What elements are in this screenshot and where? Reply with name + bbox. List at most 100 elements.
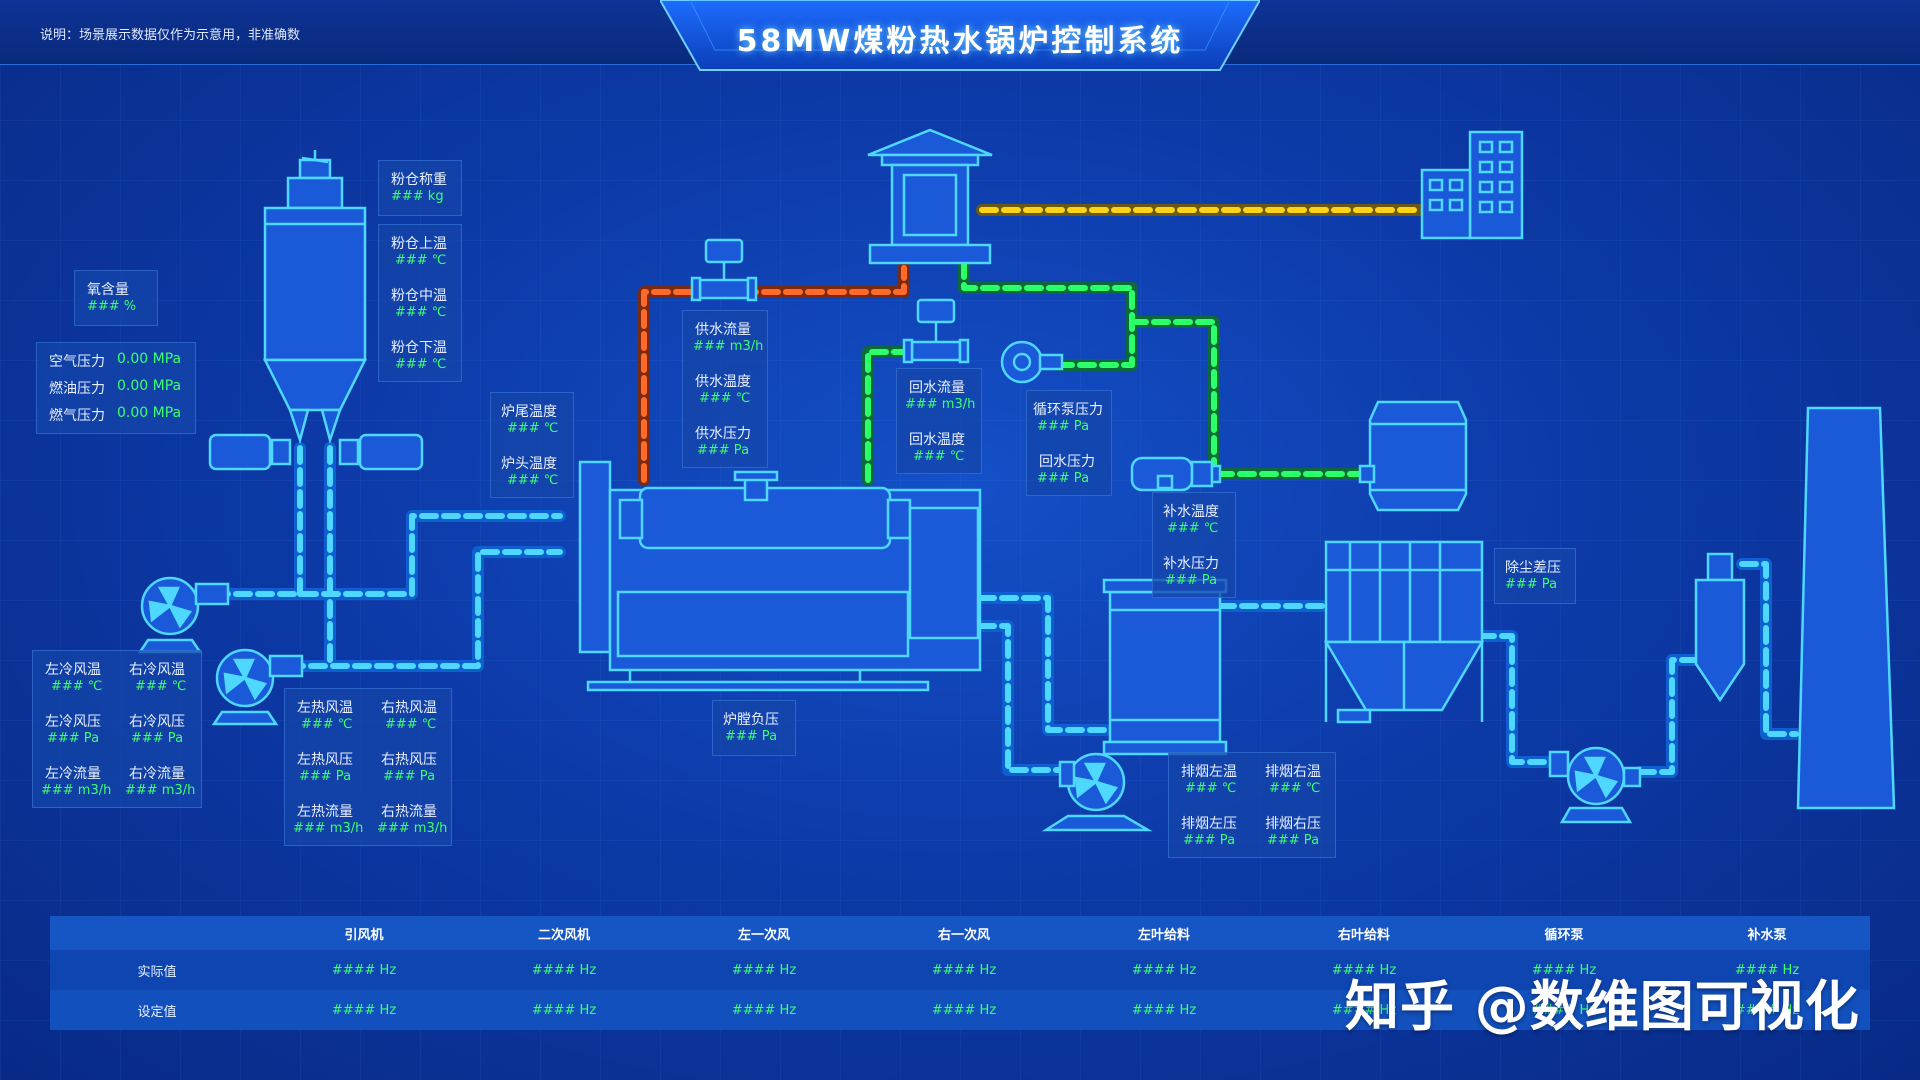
- right-cold-air-pressure-value: ### Pa: [131, 731, 184, 746]
- right-hot-flow-value: ### m3/h: [377, 821, 448, 836]
- makeup-pressure-value: ### Pa: [1165, 573, 1218, 588]
- supply-temp-label: 供水温度: [695, 374, 751, 390]
- left-cold-air-pressure-label: 左冷风压: [45, 714, 101, 730]
- title-plate: [660, 0, 1260, 71]
- induced-draft-fan-left: [1041, 752, 1153, 832]
- oxygen-label: 氧含量: [87, 282, 129, 298]
- heat-exchange-station: [867, 128, 993, 265]
- silo-lower-temp-label: 粉仓下温: [391, 340, 447, 356]
- silo-temp-panel: 粉仓上温 ### ℃ 粉仓中温 ### ℃ 粉仓下温 ### ℃: [378, 224, 462, 382]
- flue-right-temp-label: 排烟右温: [1265, 764, 1321, 780]
- air-pressure-label: 空气压力: [49, 354, 105, 370]
- bag-filter: [1323, 540, 1485, 724]
- watermark: 知乎 @数维图可视化: [1345, 975, 1860, 1038]
- page-title: 58MW煤粉热水锅炉控制系统: [736, 24, 1184, 59]
- supply-flow-label: 供水流量: [695, 322, 751, 338]
- left-hot-air-pressure-label: 左热风压: [297, 752, 353, 768]
- left-hot-flow-label: 左热流量: [297, 804, 353, 820]
- column-header: 二次风机: [537, 927, 590, 943]
- supply-water-panel: 供水流量 ### m3/h 供水温度 ### ℃ 供水压力 ### Pa: [682, 310, 768, 468]
- makeup-pressure-label: 补水压力: [1163, 556, 1219, 572]
- furnace-head-temp-value: ### ℃: [507, 473, 559, 488]
- left-hot-air-temp-value: ### ℃: [301, 717, 353, 732]
- column-header: 右叶给料: [1337, 927, 1390, 943]
- table-cell: #### Hz: [1734, 962, 1800, 978]
- table-cell: #### Hz: [331, 1002, 397, 1018]
- gas-pressure-label: 燃气压力: [49, 408, 105, 424]
- silo-middle-temp-value: ### ℃: [395, 305, 447, 320]
- dust-diff-pressure-value: ### Pa: [1505, 577, 1558, 592]
- oxygen-panel: 氧含量 ### %: [74, 270, 158, 326]
- right-cold-flow-value: ### m3/h: [125, 783, 196, 798]
- disclaimer-note: 说明：场景展示数据仅作为示意用，非准确数: [40, 28, 301, 43]
- silo-middle-temp-label: 粉仓中温: [391, 288, 447, 304]
- makeup-pump: [1130, 456, 1222, 492]
- supply-pressure-value: ### Pa: [697, 443, 750, 458]
- table-cell: #### Hz: [931, 962, 997, 978]
- left-cold-flow-value: ### m3/h: [41, 783, 112, 798]
- flue-right-pressure-label: 排烟右压: [1265, 816, 1321, 832]
- left-cold-air-pressure-value: ### Pa: [47, 731, 100, 746]
- left-cold-air-temp-value: ### ℃: [51, 679, 103, 694]
- right-hot-air-temp-value: ### ℃: [385, 717, 437, 732]
- column-header: 左一次风: [737, 927, 790, 943]
- flue-left-temp-value: ### ℃: [1185, 781, 1237, 796]
- city-building: [1420, 130, 1524, 240]
- return-flowmeter: [902, 298, 970, 364]
- return-pressure-label: 回水压力: [1039, 454, 1095, 470]
- primary-fan: [137, 576, 230, 654]
- table-cell: #### Hz: [1331, 1002, 1397, 1018]
- makeup-temp-value: ### ℃: [1167, 521, 1219, 536]
- silo-lower-temp-value: ### ℃: [395, 357, 447, 372]
- gas-pressure-value: 0.00 MPa: [117, 405, 182, 421]
- coal-feeder-left: [208, 433, 292, 471]
- makeup-water-panel: 补水温度 ### ℃ 补水压力 ### Pa: [1152, 492, 1236, 598]
- cold-air-panel: 左冷风温 ### ℃ 右冷风温 ### ℃ 左冷风压 ### Pa 右冷风压 #…: [32, 650, 202, 808]
- supply-pressure-label: 供水压力: [695, 426, 751, 442]
- silo-weight-value: ### kg: [391, 189, 444, 204]
- left-cold-air-temp-label: 左冷风温: [45, 662, 101, 678]
- table-row: 实际值 #### Hz #### Hz #### Hz #### Hz ####…: [50, 950, 1870, 990]
- right-cold-air-temp-label: 右冷风温: [129, 662, 185, 678]
- column-header: 右一次风: [937, 927, 990, 943]
- makeup-temp-label: 补水温度: [1163, 504, 1219, 520]
- circulation-pump: [1000, 340, 1064, 384]
- flue-gas-panel: 排烟左温 ### ℃ 排烟右温 ### ℃ 排烟左压 ### Pa 排烟右压 #…: [1168, 752, 1336, 858]
- left-hot-flow-value: ### m3/h: [293, 821, 364, 836]
- table-header: 引风机 二次风机 左一次风 右一次风 左叶给料 右叶给料 循环泵 补水泵: [50, 916, 1870, 950]
- flue-left-temp-label: 排烟左温: [1181, 764, 1237, 780]
- table-cell: #### Hz: [731, 1002, 797, 1018]
- table-cell: #### Hz: [1734, 1002, 1800, 1018]
- frequency-table: 引风机 二次风机 左一次风 右一次风 左叶给料 右叶给料 循环泵 补水泵 实际值…: [50, 916, 1870, 1030]
- secondary-fan: [211, 648, 304, 726]
- return-flow-value: ### m3/h: [905, 397, 976, 412]
- return-temp-value: ### ℃: [913, 449, 965, 464]
- right-cold-air-temp-value: ### ℃: [135, 679, 187, 694]
- hot-air-panel: 左热风温 ### ℃ 右热风温 ### ℃ 左热风压 ### Pa 右热风压 #…: [284, 688, 452, 846]
- flue-left-pressure-value: ### Pa: [1183, 833, 1236, 848]
- boiler: [578, 460, 982, 692]
- return-flow-label: 回水流量: [909, 380, 965, 396]
- induced-draft-fan-right: [1548, 746, 1642, 824]
- row-label: 设定值: [137, 1004, 177, 1020]
- coal-feeder-right: [338, 433, 424, 471]
- flue-left-pressure-label: 排烟左压: [1181, 816, 1237, 832]
- furnace-tail-temp-label: 炉尾温度: [501, 404, 557, 420]
- supply-flow-value: ### m3/h: [693, 339, 764, 354]
- left-cold-flow-label: 左冷流量: [45, 766, 101, 782]
- flue-right-temp-value: ### ℃: [1269, 781, 1321, 796]
- flue-right-pressure-value: ### Pa: [1267, 833, 1320, 848]
- circ-pump-pressure-value: ### Pa: [1037, 419, 1090, 434]
- furnace-negative-pressure-label: 炉膛负压: [723, 712, 779, 728]
- table-cell: #### Hz: [1531, 1002, 1597, 1018]
- left-hot-air-pressure-value: ### Pa: [299, 769, 352, 784]
- table-cell: #### Hz: [1131, 1002, 1197, 1018]
- oil-pressure-label: 燃油压力: [49, 381, 105, 397]
- right-hot-air-pressure-label: 右热风压: [381, 752, 437, 768]
- supply-flowmeter: [690, 238, 758, 302]
- right-cold-flow-label: 右冷流量: [129, 766, 185, 782]
- dust-diff-pressure-panel: 除尘差压 ### Pa: [1494, 548, 1576, 604]
- right-hot-air-temp-label: 右热风温: [381, 700, 437, 716]
